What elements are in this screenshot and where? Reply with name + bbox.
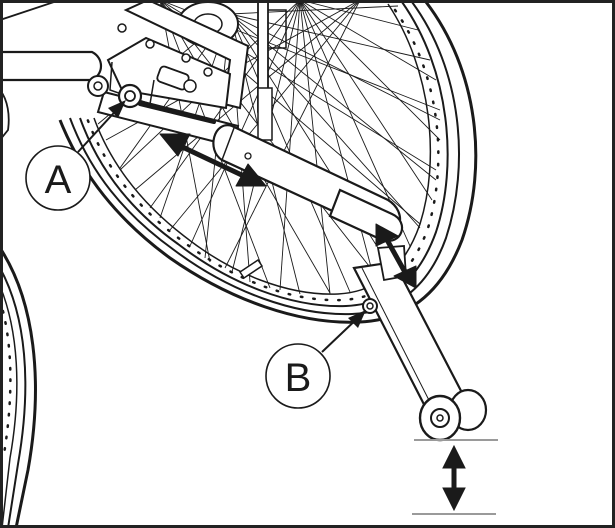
callout-b-label: B <box>285 356 312 400</box>
frame-tube <box>0 0 103 141</box>
callout-a-circle <box>25 145 91 211</box>
callout-a: A <box>25 100 126 211</box>
wheel-hub <box>177 0 287 141</box>
wheel-tire-inner <box>69 1 461 316</box>
callout-b-circle <box>265 343 331 409</box>
spoke-pin <box>238 258 264 280</box>
wheel-rim-inner <box>93 3 432 295</box>
tube-adjust-arrow <box>375 223 417 289</box>
bolt-b <box>362 298 378 314</box>
callout-a-label: A <box>45 158 72 202</box>
caster-wheel <box>418 388 488 442</box>
left-wheel <box>0 247 37 528</box>
height-adjust-arrow <box>442 444 466 512</box>
callout-b: B <box>265 310 366 409</box>
wheel-rim-dots <box>85 8 440 302</box>
height-guides <box>412 439 498 515</box>
wheel-rim-outer <box>79 1 449 308</box>
slot-adjust-arrow <box>159 133 267 187</box>
